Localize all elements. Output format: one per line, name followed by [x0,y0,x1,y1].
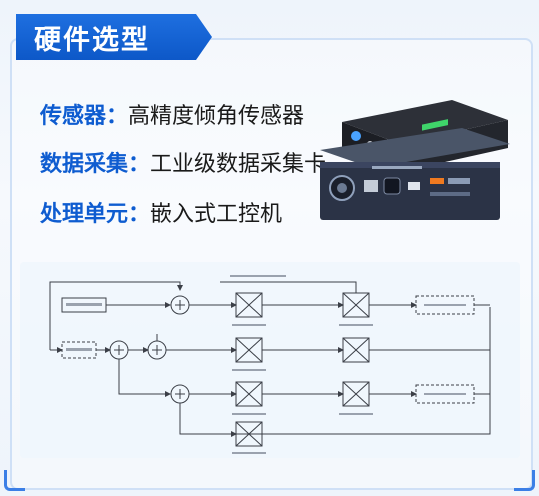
spec-processor-key: 处理单元： [40,202,151,227]
corner-decoration-left [4,470,25,491]
spec-sensor-value: 高精度倾角传感器 [128,104,305,129]
title-banner: 硬件选型 [16,14,212,60]
spec-sensor: 传感器：高精度倾角传感器 [40,98,304,130]
spec-sensor-key: 传感器： [40,104,129,129]
spec-processor-value: 嵌入式工控机 [150,202,283,227]
block-diagram [20,262,520,458]
spec-daq-key: 数据采集： [40,152,151,177]
spec-daq: 数据采集：工业级数据采集卡 [40,146,326,178]
page-title: 硬件选型 [34,24,150,56]
spec-processor: 处理单元：嵌入式工控机 [40,196,282,228]
hardware-devices-image [320,100,510,220]
block-diagram-svg [49,275,491,454]
corner-decoration-right [514,470,535,491]
spec-daq-value: 工业级数据采集卡 [150,152,327,177]
